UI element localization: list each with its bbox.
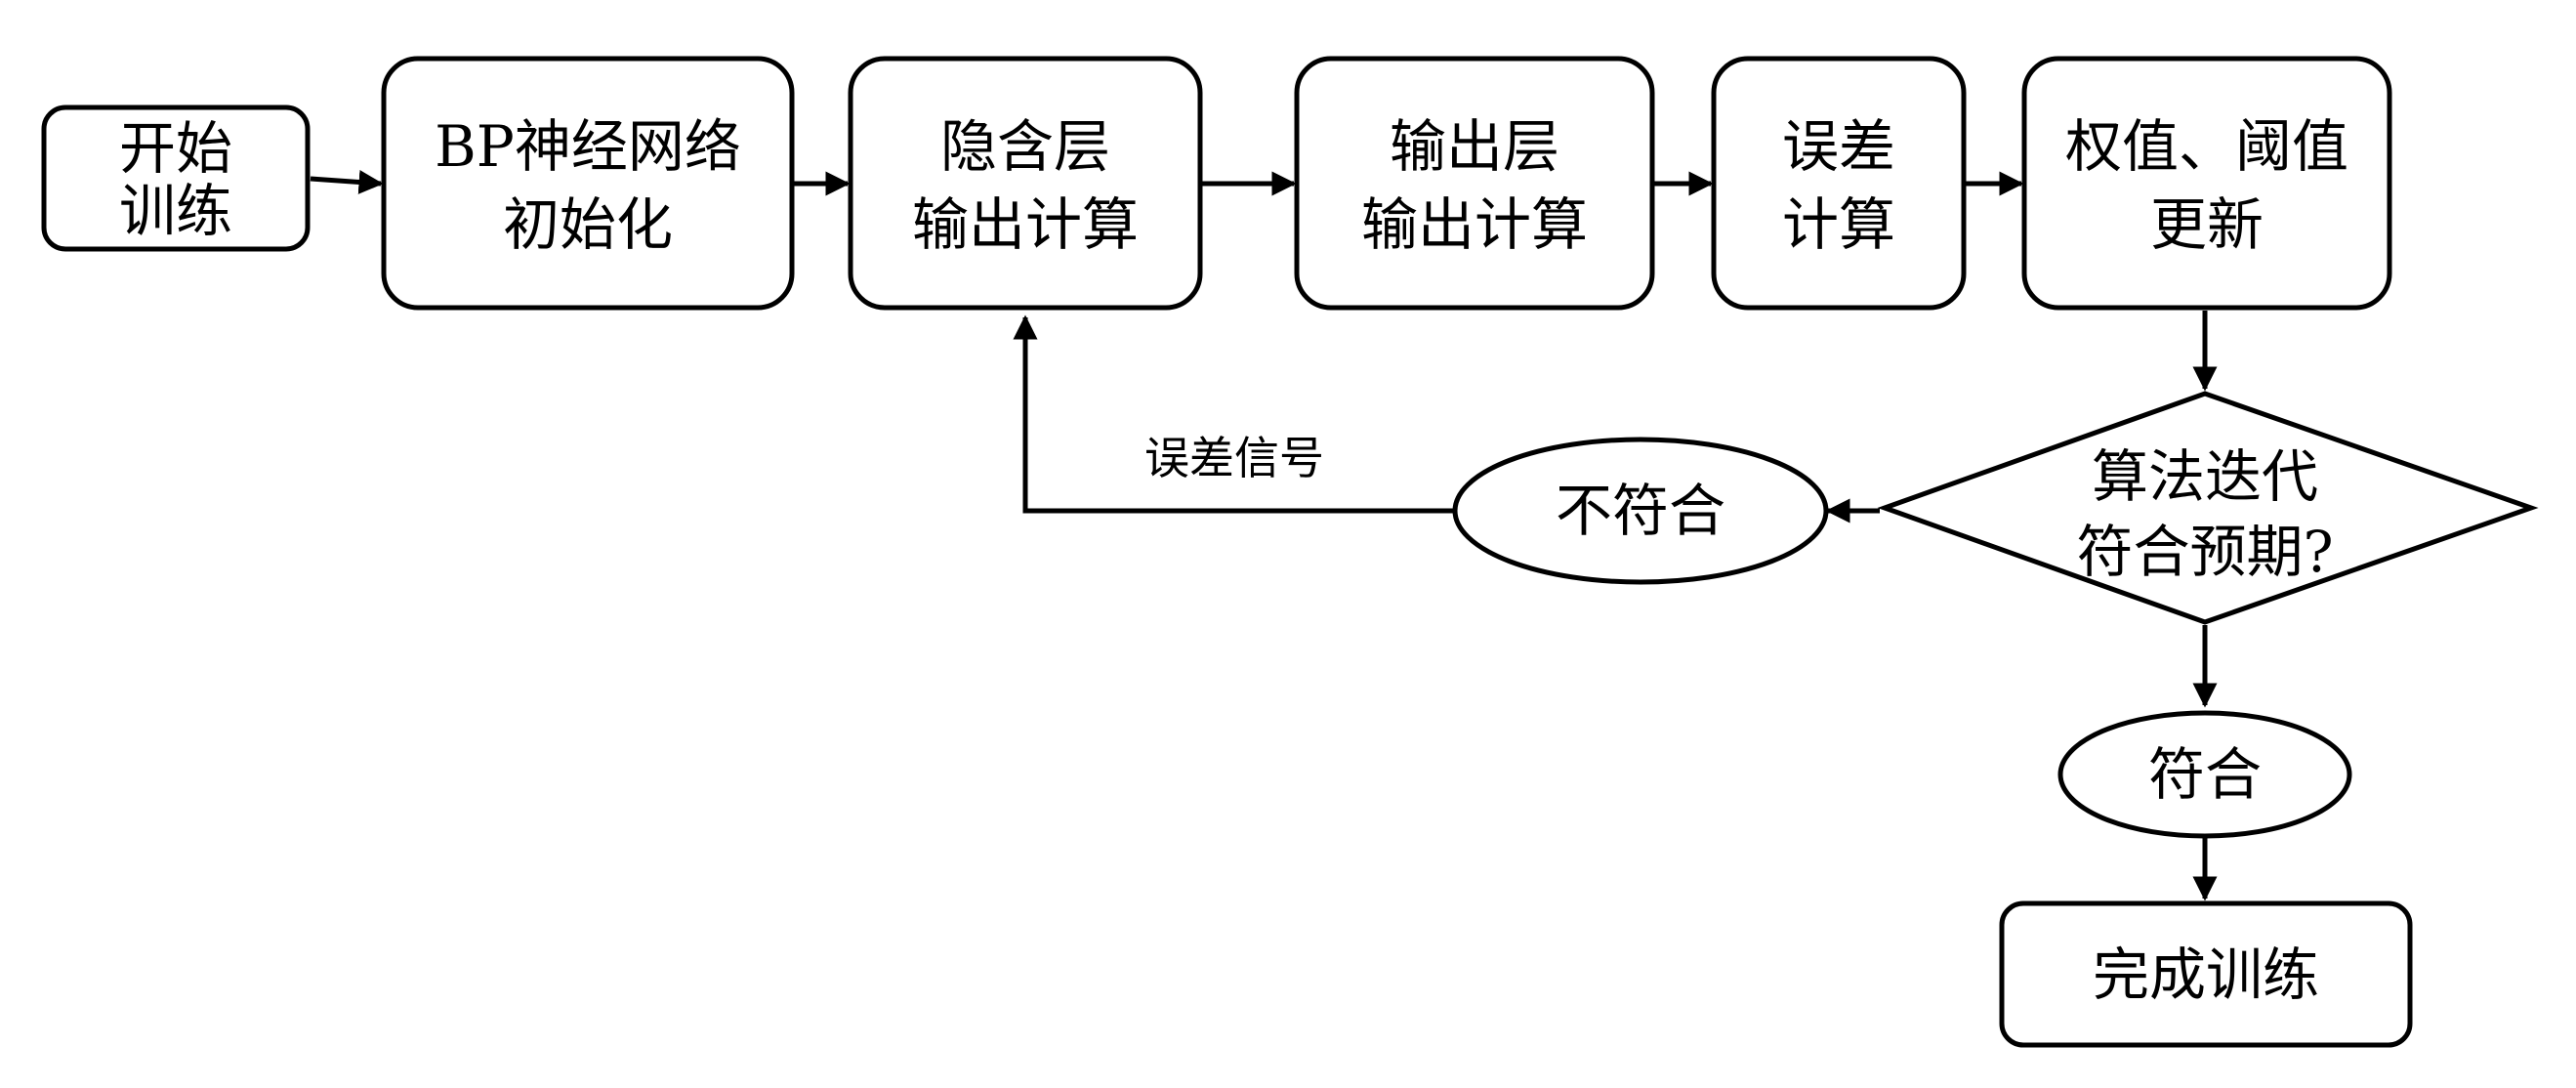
node-decision-line-2: 符合预期? <box>2076 519 2333 585</box>
node-met: 符合 <box>2057 710 2352 839</box>
node-hidden-output-calc: 隐含层 输出计算 <box>848 56 1203 311</box>
node-start-line-2: 训练 <box>119 178 232 244</box>
node-met-label: 符合 <box>2148 741 2262 808</box>
node-init-line-2: 初始化 <box>503 191 673 258</box>
node-output-line-2: 输出计算 <box>1361 191 1588 258</box>
edge-no-to-hidden-feedback <box>1013 314 1453 514</box>
node-error-line-1: 误差 <box>1782 113 1895 180</box>
node-finish-training: 完成训练 <box>1999 900 2413 1048</box>
node-hidden-line-2: 输出计算 <box>912 191 1139 258</box>
node-finish-label: 完成训练 <box>2093 942 2319 1008</box>
node-error-calc: 误差 计算 <box>1711 56 1967 311</box>
node-output-line-1: 输出层 <box>1390 113 1559 180</box>
node-init: BP神经网络 初始化 <box>381 56 795 311</box>
node-not-met: 不符合 <box>1452 437 1829 585</box>
node-hidden-line-1: 隐含层 <box>940 113 1110 180</box>
node-update-line-1: 权值、阈值 <box>2065 113 2348 180</box>
edge-label-error-signal: 误差信号 <box>1144 432 1324 484</box>
node-not-met-label: 不符合 <box>1556 478 1725 544</box>
node-update-line-2: 更新 <box>2150 191 2264 258</box>
node-output-layer-calc: 输出层 输出计算 <box>1294 56 1655 311</box>
node-weight-threshold-update: 权值、阈值 更新 <box>2021 56 2392 311</box>
node-decision: 算法迭代 符合预期? <box>1877 391 2539 625</box>
edge-start-to-init <box>310 169 384 194</box>
node-start: 开始 训练 <box>41 105 311 252</box>
node-start-line-1: 开始 <box>119 115 232 182</box>
node-decision-line-1: 算法迭代 <box>2092 443 2318 510</box>
node-init-line-1: BP神经网络 <box>435 113 741 180</box>
edges <box>310 169 2218 901</box>
node-error-line-2: 计算 <box>1782 191 1895 258</box>
